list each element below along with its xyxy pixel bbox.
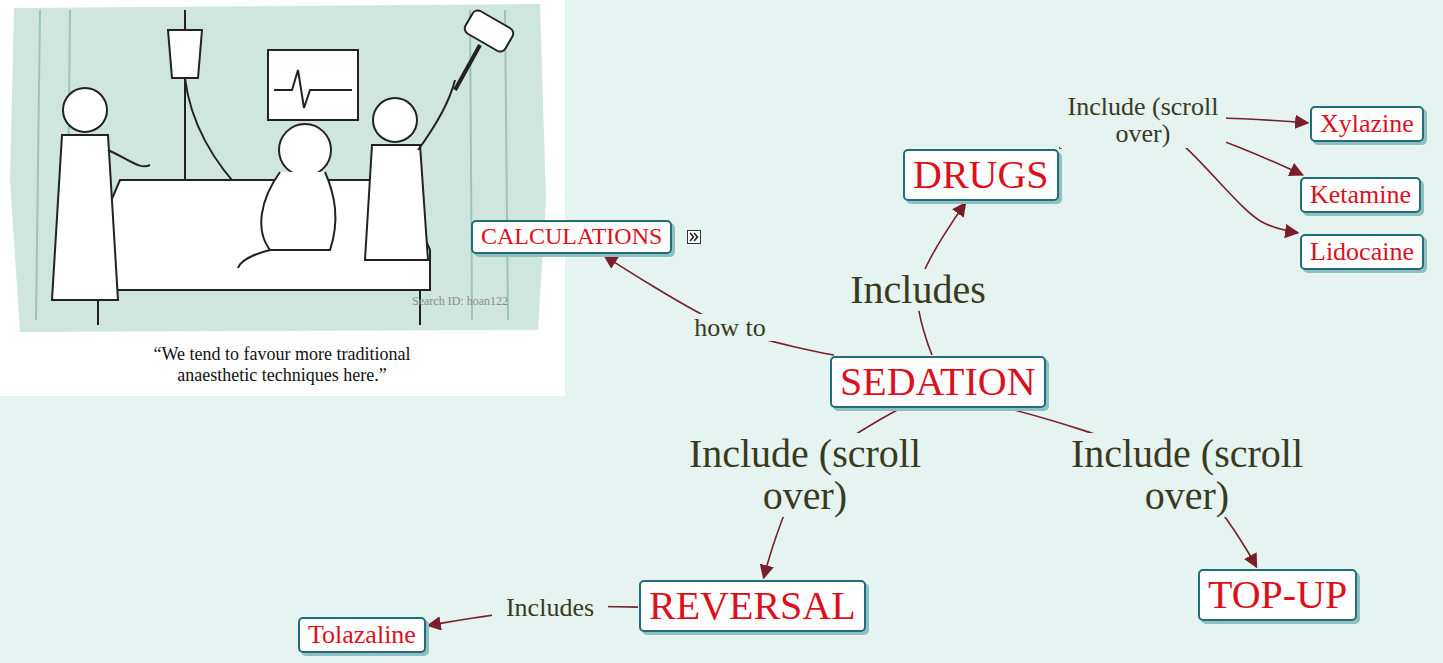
drug-box: Tolazaline bbox=[298, 617, 426, 653]
right-doctor-arm bbox=[418, 80, 455, 150]
node-label: SEDATION bbox=[840, 359, 1036, 405]
drug-box: Lidocaine bbox=[1300, 234, 1424, 270]
edge-label: Include (scroll over) bbox=[1060, 93, 1226, 148]
concept-box: TOP-UP bbox=[1198, 569, 1357, 621]
cartoon-drawing bbox=[52, 8, 515, 325]
patient-body bbox=[261, 172, 335, 250]
left-doctor-head bbox=[63, 88, 107, 132]
connector-arrow bbox=[604, 256, 834, 355]
iv-bag bbox=[168, 30, 202, 78]
concept-box: DRUGS bbox=[903, 149, 1059, 201]
mallet-head bbox=[463, 8, 516, 54]
central-concept-box: SEDATION bbox=[830, 356, 1046, 408]
concept-box: REVERSAL bbox=[639, 580, 866, 632]
monitor-trace bbox=[274, 70, 352, 108]
edge-label: Include (scroll over) bbox=[677, 433, 933, 517]
wall-lines bbox=[36, 10, 508, 320]
wall-line bbox=[505, 10, 508, 320]
edge-label: Include (scroll over) bbox=[1059, 433, 1315, 517]
node-label: DRUGS bbox=[913, 152, 1049, 198]
node-label: Tolazaline bbox=[308, 620, 416, 650]
concept-box: CALCULATIONS bbox=[471, 220, 672, 254]
watermark: Search ID: hoan122 bbox=[390, 294, 530, 309]
cartoon-frame bbox=[0, 0, 565, 396]
drug-box: Ketamine bbox=[1300, 177, 1421, 213]
node-label: CALCULATIONS bbox=[481, 223, 662, 251]
right-doctor-coat bbox=[365, 145, 428, 260]
icon-frame bbox=[688, 231, 701, 244]
node-label: Ketamine bbox=[1310, 180, 1411, 210]
patient-head bbox=[279, 124, 331, 176]
expand-icon bbox=[687, 230, 701, 244]
node-label: Lidocaine bbox=[1310, 237, 1414, 267]
node-label: REVERSAL bbox=[649, 583, 856, 629]
edge-label: Includes bbox=[492, 594, 608, 621]
wall-line bbox=[36, 10, 40, 320]
node-label: TOP-UP bbox=[1208, 572, 1347, 618]
cartoon-caption: “We tend to favour more traditional anae… bbox=[117, 344, 447, 386]
edge-label: Includes bbox=[835, 269, 1001, 311]
left-doctor-arm bbox=[108, 150, 150, 166]
right-doctor-head bbox=[373, 98, 417, 142]
node-label: Xylazine bbox=[1320, 109, 1414, 139]
cartoon-background bbox=[10, 4, 546, 332]
left-doctor-coat bbox=[52, 135, 118, 300]
drug-box: Xylazine bbox=[1310, 106, 1424, 142]
icon-chevrons bbox=[690, 233, 698, 241]
patient-arm bbox=[238, 250, 270, 268]
mallet-handle bbox=[455, 45, 480, 90]
heart-monitor bbox=[268, 50, 358, 120]
edge-label: how to bbox=[682, 314, 778, 341]
